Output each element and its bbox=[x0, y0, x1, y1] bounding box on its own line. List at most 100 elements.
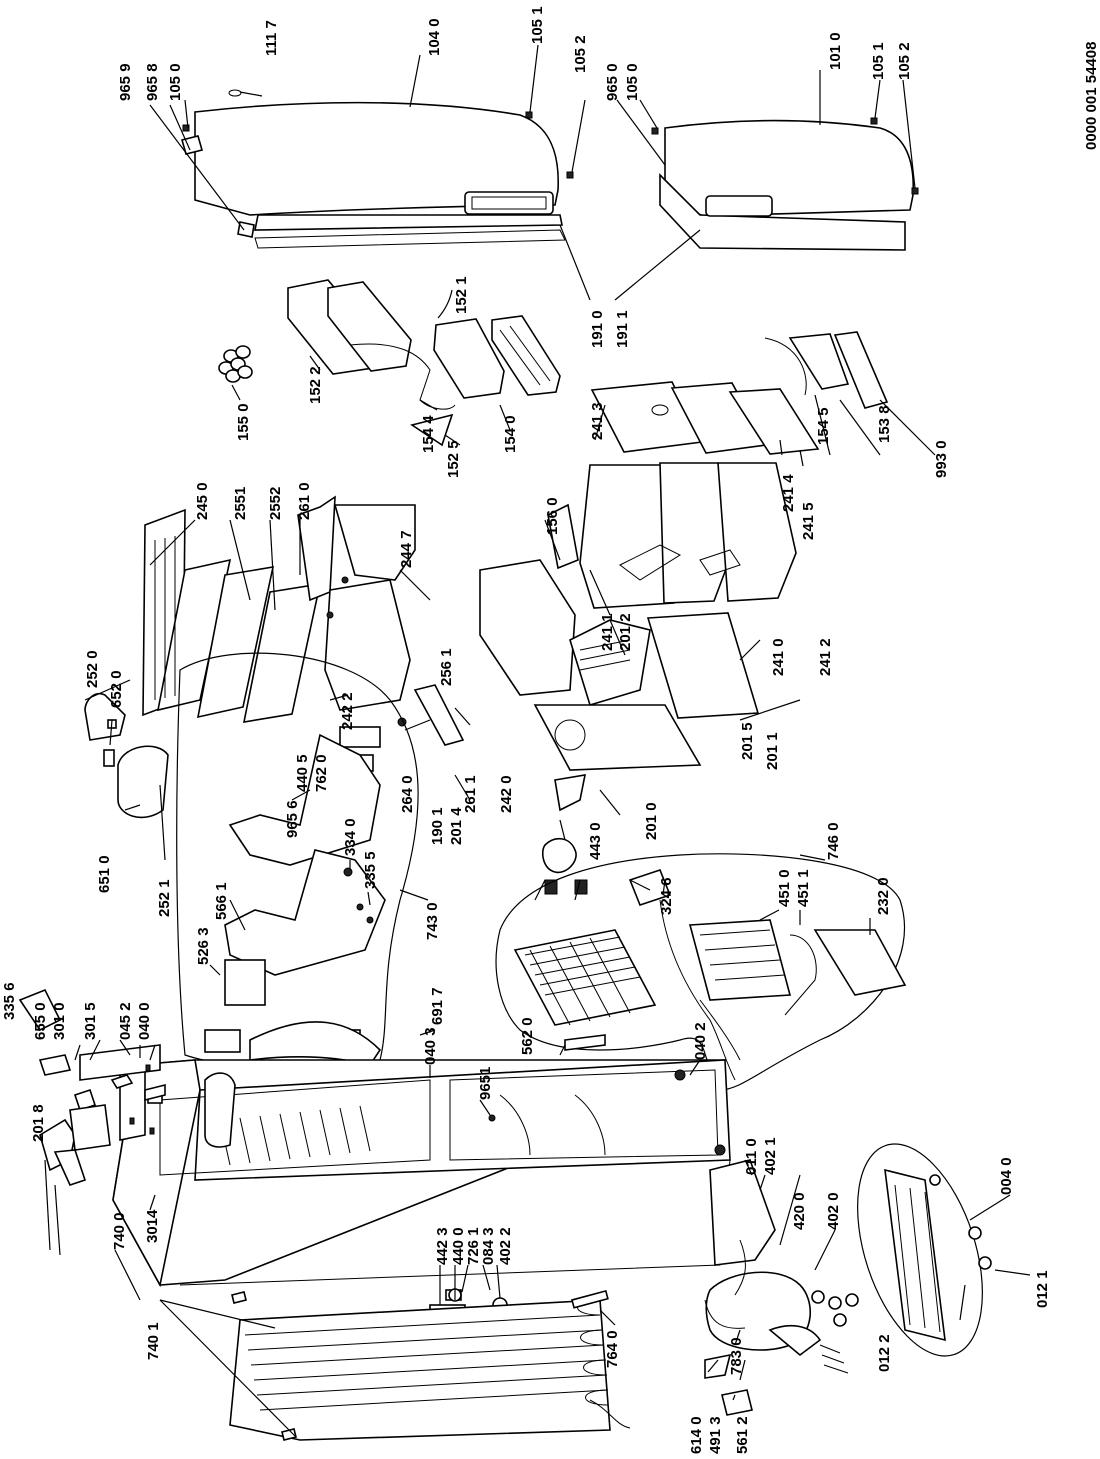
part-labels: 111 7 104 0 105 1 105 2 965 9 965 8 105 … bbox=[1, 6, 1051, 1454]
label-2415: 241 5 bbox=[800, 502, 817, 540]
label-4020: 402 0 bbox=[825, 1192, 842, 1230]
label-9930: 993 0 bbox=[933, 440, 950, 478]
label-3246: 324 6 bbox=[658, 877, 675, 915]
label-2552: 2552 bbox=[267, 487, 284, 520]
label-4405: 440 5 bbox=[294, 754, 311, 792]
document-number: 0000 001 54408 bbox=[1083, 42, 1100, 150]
label-2320: 232 0 bbox=[875, 877, 892, 915]
label-5661: 566 1 bbox=[213, 882, 230, 920]
label-1521: 152 1 bbox=[453, 276, 470, 314]
refrigerator-cabinet bbox=[73, 1059, 776, 1288]
label-4423: 442 3 bbox=[434, 1227, 451, 1265]
label-1911: 191 1 bbox=[614, 310, 631, 348]
label-0110: 011 0 bbox=[743, 1138, 760, 1175]
freezer-drawers bbox=[547, 381, 820, 609]
label-2450: 245 0 bbox=[194, 482, 211, 520]
label-4511: 451 1 bbox=[795, 869, 812, 907]
freezer-door-assembly bbox=[651, 117, 919, 251]
label-0040: 004 0 bbox=[998, 1157, 1015, 1195]
label-1117: 111 7 bbox=[263, 20, 280, 56]
label-1050a: 105 0 bbox=[167, 63, 184, 101]
label-2611: 261 1 bbox=[462, 775, 479, 813]
label-4200: 420 0 bbox=[791, 1192, 808, 1230]
label-7640: 764 0 bbox=[604, 1330, 621, 1368]
label-2010: 201 0 bbox=[643, 802, 660, 840]
label-1525: 152 5 bbox=[445, 440, 462, 478]
label-2410: 241 0 bbox=[770, 638, 787, 676]
label-1910: 191 0 bbox=[589, 310, 606, 348]
label-1052a: 105 2 bbox=[572, 35, 589, 73]
label-4022a: 402 2 bbox=[497, 1227, 514, 1265]
label-7261: 726 1 bbox=[465, 1227, 482, 1265]
label-1050b: 105 0 bbox=[624, 63, 641, 101]
label-2447: 244 7 bbox=[398, 530, 415, 568]
label-7430: 743 0 bbox=[424, 902, 441, 940]
label-2414: 241 4 bbox=[780, 474, 797, 512]
lamp-assembly bbox=[84, 692, 169, 819]
label-6550: 655 0 bbox=[32, 1002, 49, 1040]
label-9651: 9651 bbox=[477, 1067, 494, 1100]
label-4021: 402 1 bbox=[762, 1137, 779, 1175]
glass-shelves bbox=[142, 508, 322, 723]
label-2422: 242 2 bbox=[339, 692, 356, 730]
label-0400: 040 0 bbox=[136, 1002, 153, 1040]
label-2610: 261 0 bbox=[296, 482, 313, 520]
label-0122: 012 2 bbox=[876, 1334, 893, 1372]
label-1538: 153 8 bbox=[876, 405, 893, 443]
label-1010: 101 0 bbox=[827, 32, 844, 70]
condenser bbox=[229, 1289, 631, 1441]
label-0403: 040 3 bbox=[422, 1027, 439, 1065]
label-4430: 443 0 bbox=[587, 822, 604, 860]
label-2015: 201 5 bbox=[739, 722, 756, 760]
label-1545: 154 5 bbox=[815, 407, 832, 445]
label-2412: 241 2 bbox=[817, 638, 834, 676]
label-3355: 335 5 bbox=[362, 851, 379, 889]
label-9656: 965 6 bbox=[284, 800, 301, 838]
door-balconies bbox=[218, 279, 889, 447]
label-3015: 301 5 bbox=[82, 1002, 99, 1040]
label-3010: 301 0 bbox=[51, 1002, 68, 1040]
label-2640: 264 0 bbox=[399, 775, 416, 813]
label-0452: 045 2 bbox=[117, 1002, 134, 1040]
control-panel-parts bbox=[204, 733, 386, 1066]
label-7460: 746 0 bbox=[825, 822, 842, 860]
fridge-door-assembly bbox=[181, 89, 574, 249]
label-1540: 154 0 bbox=[502, 415, 519, 453]
label-2413: 241 3 bbox=[589, 402, 606, 440]
label-7401: 740 1 bbox=[145, 1322, 162, 1360]
label-1550: 155 0 bbox=[235, 403, 252, 441]
label-6520: 652 0 bbox=[108, 670, 125, 708]
label-3340: 334 0 bbox=[342, 818, 359, 856]
label-1560: 156 0 bbox=[544, 497, 561, 535]
label-1052b: 105 2 bbox=[896, 42, 913, 80]
label-0843: 084 3 bbox=[480, 1227, 497, 1265]
label-2012: 201 2 bbox=[617, 613, 634, 651]
egg-tray bbox=[218, 345, 253, 383]
label-1051b: 105 1 bbox=[870, 42, 887, 80]
label-2521: 252 1 bbox=[156, 879, 173, 917]
label-5620: 562 0 bbox=[519, 1017, 536, 1055]
label-1901: 190 1 bbox=[429, 807, 446, 845]
label-6510: 651 0 bbox=[96, 855, 113, 893]
label-7830: 783 0 bbox=[728, 1337, 745, 1375]
evaporator-parts bbox=[513, 869, 907, 1081]
label-9650: 965 0 bbox=[604, 63, 621, 101]
label-2011: 201 1 bbox=[764, 732, 781, 770]
label-1544: 154 4 bbox=[420, 415, 437, 453]
label-2520: 252 0 bbox=[84, 650, 101, 688]
label-3014: 3014 bbox=[144, 1209, 161, 1243]
compressor-assembly bbox=[704, 1239, 859, 1416]
label-1051a: 105 1 bbox=[529, 6, 546, 44]
label-4400: 440 0 bbox=[450, 1227, 467, 1265]
label-6917: 691 7 bbox=[429, 987, 446, 1025]
label-9658: 965 8 bbox=[144, 63, 161, 101]
label-6140: 614 0 bbox=[688, 1416, 705, 1454]
label-2551: 2551 bbox=[232, 487, 249, 520]
label-2018: 201 8 bbox=[30, 1104, 47, 1142]
label-0402: 040 2 bbox=[692, 1022, 709, 1060]
label-1040: 104 0 bbox=[426, 18, 443, 56]
label-1522: 152 2 bbox=[307, 366, 324, 404]
label-3356: 335 6 bbox=[1, 982, 18, 1020]
evaporator-group-outline bbox=[495, 853, 906, 1091]
